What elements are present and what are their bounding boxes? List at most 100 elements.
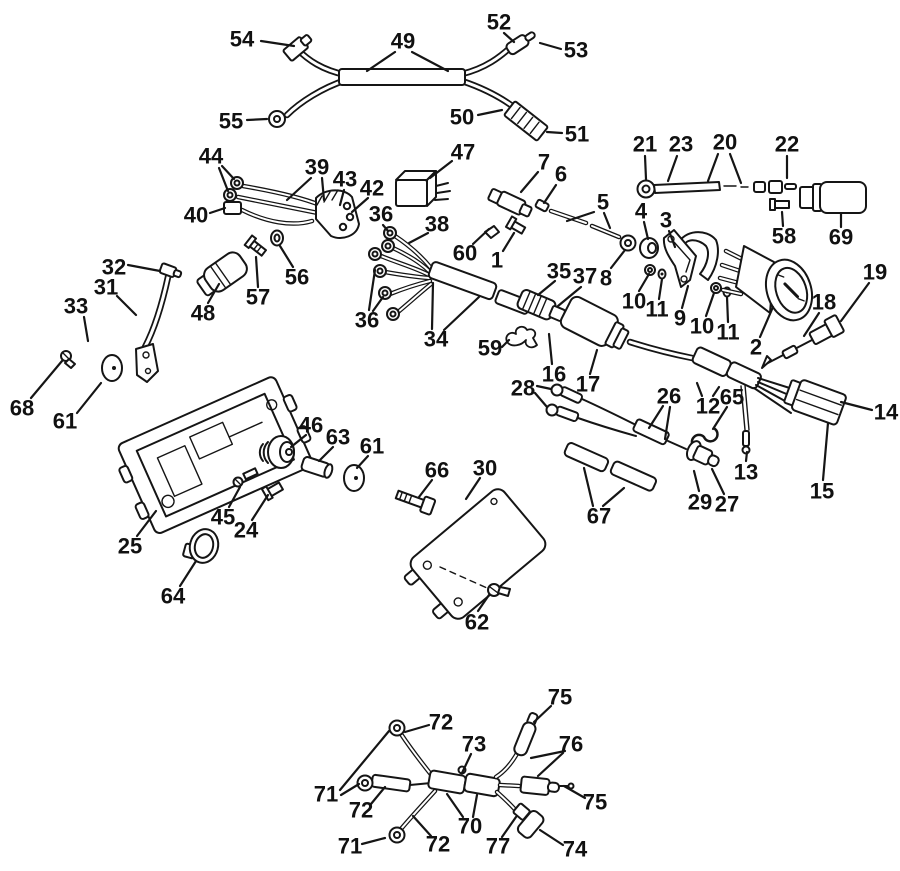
callout-leader-line (666, 154, 679, 183)
part-49-trim-harness (268, 31, 549, 142)
callout-75: 75 (562, 784, 607, 815)
callout-35: 35 (536, 259, 571, 297)
part-4-grommet (639, 237, 659, 259)
part-number-label: 61 (360, 434, 384, 459)
part-number-label: 17 (576, 372, 600, 397)
part-number-label: 26 (657, 384, 681, 409)
part-number-label: 13 (734, 460, 758, 485)
part-number-label: 59 (478, 336, 502, 361)
callout-leader-line (217, 166, 230, 193)
callout-leader-line (227, 485, 242, 509)
part-number-label: 73 (462, 732, 486, 757)
callout-leader-line (428, 159, 454, 180)
callout-21: 21 (633, 132, 657, 181)
callout-13: 13 (734, 450, 758, 485)
part-number-label: 71 (314, 782, 338, 807)
part-number-label: 74 (563, 837, 588, 862)
part-9-bracket (662, 229, 697, 288)
callout-24: 24 (234, 493, 270, 543)
callout-76: 76 (529, 732, 583, 778)
part-number-label: 39 (305, 155, 329, 180)
part-13-pin (741, 430, 751, 455)
callout-leader-line (317, 445, 335, 463)
callout-leader-line (536, 279, 557, 297)
part-number-label: 4 (635, 199, 648, 224)
callout-8: 8 (600, 248, 627, 291)
part-number-label: 48 (191, 301, 215, 326)
clip-60 (484, 225, 500, 239)
callout-leader-line (338, 188, 346, 207)
callout-leader-line (259, 39, 296, 48)
part-2-key-switch (717, 245, 814, 322)
callout-leader-line (115, 294, 138, 317)
callout-58: 58 (772, 210, 796, 249)
callout-leader-line (367, 268, 377, 312)
callout-leader-line (545, 130, 564, 135)
callout-leader-line (371, 295, 385, 313)
callout-67: 67 (582, 466, 626, 529)
part-58-screw (769, 198, 790, 211)
connector-40 (223, 201, 242, 215)
callout-60: 60 (453, 227, 491, 266)
part-number-label: 46 (299, 413, 323, 438)
callout-leader-line (501, 231, 516, 253)
part-number-label: 57 (246, 285, 270, 310)
callout-11: 11 (716, 295, 740, 345)
spade-terminal-54 (282, 34, 313, 62)
part-64-clamp (182, 528, 220, 564)
part-number-label: 37 (573, 264, 597, 289)
callout-75: 75 (532, 685, 572, 724)
callout-19: 19 (839, 260, 887, 323)
part-number-label: 50 (450, 105, 474, 130)
callout-34: 34 (424, 281, 481, 352)
callout-44: 44 (199, 144, 236, 193)
callout-51: 51 (545, 122, 589, 147)
callout-64: 64 (161, 559, 198, 609)
connector-74 (516, 809, 545, 839)
callout-leader-line (355, 454, 370, 470)
callout-72: 72 (349, 785, 387, 823)
callout-4: 4 (635, 199, 650, 241)
callout-36: 36 (355, 268, 385, 333)
part-7-switch-assembly (484, 188, 637, 252)
screw-1 (504, 215, 527, 235)
part-31-ground-wire (135, 262, 183, 383)
part-number-label: 71 (338, 834, 362, 859)
callout-20: 20 (706, 130, 743, 185)
callout-70: 70 (445, 792, 482, 839)
callout-68: 68 (10, 359, 64, 421)
part-number-label: 9 (674, 306, 686, 331)
callout-57: 57 (246, 255, 270, 310)
callout-49: 49 (365, 29, 450, 73)
part-number-label: 22 (775, 132, 799, 157)
part-number-label: 11 (645, 297, 668, 322)
part-number-label: 75 (548, 685, 572, 710)
callout-leader-line (278, 244, 295, 269)
part-number-label: 11 (716, 320, 739, 345)
part-68-screw (60, 350, 76, 369)
callout-15: 15 (810, 421, 834, 504)
part-number-label: 52 (487, 10, 511, 35)
callout-leader-line (529, 749, 567, 760)
callout-10: 10 (690, 291, 716, 339)
part-48-boot (196, 251, 248, 297)
part-number-label: 10 (622, 289, 646, 314)
callout-40: 40 (184, 203, 227, 228)
callout-leader-line (562, 784, 587, 800)
callout-25: 25 (118, 509, 158, 559)
callout-leader-line (547, 332, 554, 366)
part-number-label: 44 (199, 144, 224, 169)
part-25-bracket (117, 376, 313, 534)
callout-leader-line (29, 359, 64, 400)
callout-74: 74 (538, 828, 588, 862)
part-number-label: 15 (810, 479, 834, 504)
part-number-label: 60 (453, 241, 477, 266)
part-number-label: 21 (633, 132, 657, 157)
callout-56: 56 (278, 244, 309, 290)
part-number-label: 16 (542, 362, 566, 387)
callout-leader-line (350, 196, 370, 214)
part-34-main-harness (368, 226, 532, 321)
callout-62: 62 (465, 593, 491, 635)
callout-69: 69 (829, 212, 853, 250)
